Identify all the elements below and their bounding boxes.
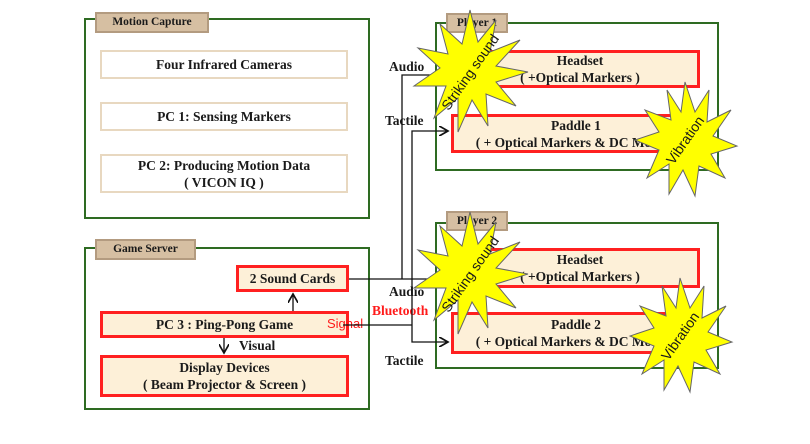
pc2-box: PC 2: Producing Motion Data ( VICON IQ ) — [100, 154, 348, 193]
player-1-title: Player 1 — [446, 13, 508, 33]
bluetooth-label: Bluetooth — [372, 303, 429, 318]
display-devices-box: Display Devices ( Beam Projector & Scree… — [100, 355, 349, 397]
audio-label-2: Audio — [389, 284, 425, 299]
visual-label: Visual — [239, 338, 276, 353]
cameras-box: Four Infrared Cameras — [100, 50, 348, 79]
player-1-headset-line2: ( +Optical Markers ) — [520, 70, 640, 85]
player-2-title: Player 2 — [446, 211, 508, 231]
display-label-line2: ( Beam Projector & Screen ) — [142, 377, 307, 392]
motion-capture-title: Motion Capture — [95, 12, 209, 33]
audio-label-1: Audio — [389, 59, 425, 74]
player-1-headset-box: Headset ( +Optical Markers ) — [460, 50, 700, 88]
cameras-label: Four Infrared Cameras — [156, 57, 292, 72]
player-2-paddle-box: Paddle 2 ( + Optical Markers & DC Motor … — [451, 312, 701, 354]
pc2-label-line2: ( VICON IQ ) — [184, 174, 264, 190]
pc3-box: PC 3 : Ping-Pong Game — [100, 311, 349, 338]
player-2-headset-line2: ( +Optical Markers ) — [520, 269, 640, 284]
tactile-label-1: Tactile — [385, 113, 424, 128]
player-1-headset-line1: Headset — [556, 53, 604, 68]
signal-label: Signal — [327, 316, 364, 331]
pc3-label: PC 3 : Ping-Pong Game — [155, 317, 294, 332]
player-2-paddle-line1: Paddle 2 — [551, 317, 601, 332]
tactile-label-2: Tactile — [385, 353, 424, 368]
pc2-label-line1: PC 2: Producing Motion Data — [137, 157, 311, 173]
pc1-label: PC 1: Sensing Markers — [157, 109, 291, 124]
player-2-headset-line1: Headset — [556, 252, 604, 267]
sound-cards-label: 2 Sound Cards — [249, 271, 336, 286]
player-2-paddle-line2: ( + Optical Markers & DC Motor ) — [475, 334, 677, 349]
player-1-paddle-box: Paddle 1 ( + Optical Markers & DC Motor … — [451, 114, 701, 153]
player-1-paddle-line2: ( + Optical Markers & DC Motor ) — [475, 134, 677, 150]
game-server-title: Game Server — [95, 239, 196, 260]
display-label-line1: Display Devices — [179, 360, 270, 375]
player-2-headset-box: Headset ( +Optical Markers ) — [460, 248, 700, 288]
pc1-box: PC 1: Sensing Markers — [100, 102, 348, 131]
sound-cards-box: 2 Sound Cards — [236, 265, 349, 292]
player-1-paddle-line1: Paddle 1 — [551, 117, 601, 133]
